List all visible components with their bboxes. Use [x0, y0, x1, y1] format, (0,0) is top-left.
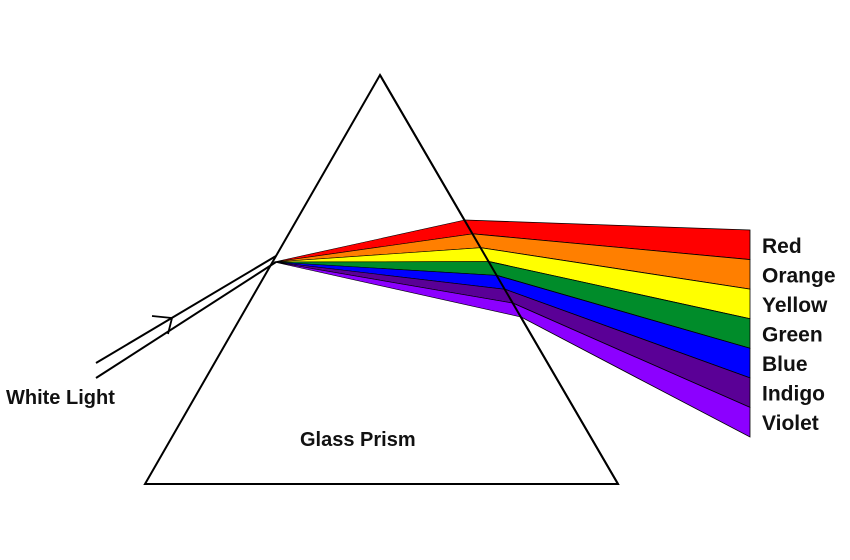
- spectrum-label-green: Green: [762, 324, 823, 347]
- spectrum-label-indigo: Indigo: [762, 383, 825, 406]
- prism-right-edge: [379, 74, 619, 485]
- glass-prism-label: Glass Prism: [300, 429, 416, 451]
- spectrum-label-yellow: Yellow: [762, 294, 828, 317]
- spectrum-label-violet: Violet: [762, 412, 819, 435]
- white-light-beam-upper-edge: [95, 255, 277, 364]
- spectrum-label-red: Red: [762, 235, 802, 258]
- dispersed-spectrum-bands: [464, 219, 751, 438]
- white-light-label: White Light: [6, 387, 115, 409]
- refracted-bands-inside-prism: [273, 219, 522, 318]
- white-light-beam: [95, 255, 277, 379]
- white-light-direction-arrow: [151, 315, 174, 335]
- spectrum-label-blue: Blue: [762, 353, 808, 376]
- white-light-beam-lower-edge: [95, 261, 277, 379]
- spectrum-label-orange: Orange: [762, 264, 836, 287]
